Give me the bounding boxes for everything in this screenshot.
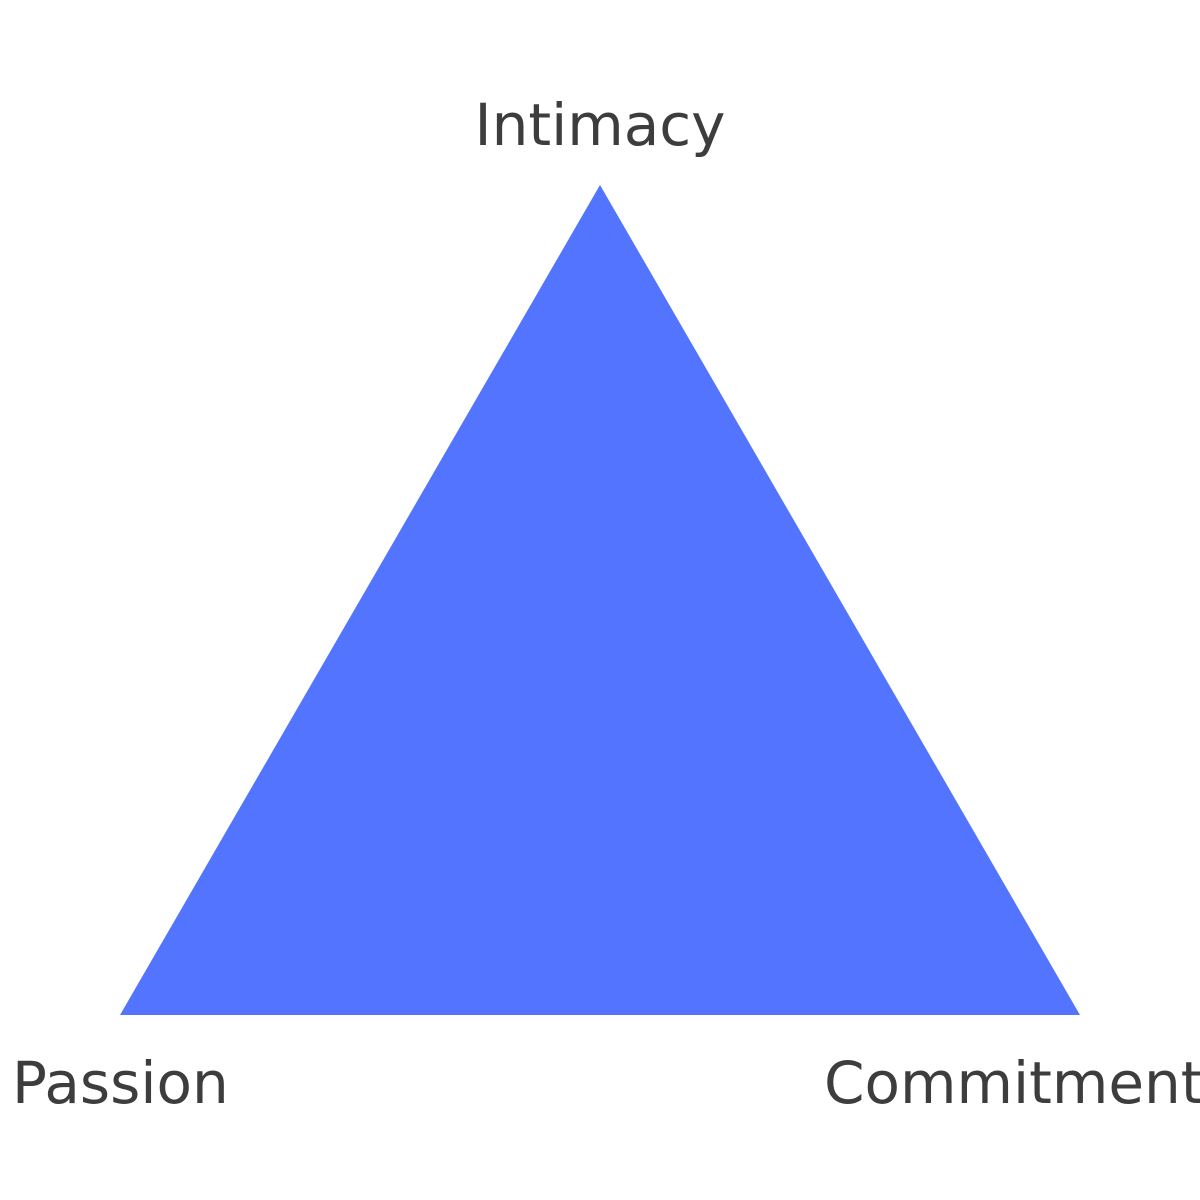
label-commitment: Commitment: [824, 1049, 1200, 1117]
label-passion: Passion: [12, 1049, 229, 1117]
triangle: [120, 185, 1080, 1015]
label-intimacy: Intimacy: [475, 91, 726, 159]
